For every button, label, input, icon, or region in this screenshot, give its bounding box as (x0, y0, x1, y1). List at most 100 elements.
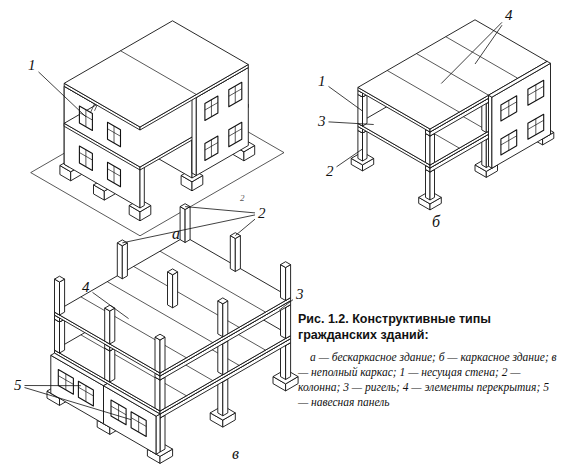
column (168, 269, 178, 275)
window-mullion (535, 85, 536, 101)
window-mullion (211, 140, 212, 157)
window-transom (528, 86, 544, 95)
window-mullion (138, 416, 139, 432)
column (110, 348, 115, 382)
framed-building (351, 20, 554, 210)
column (60, 319, 65, 353)
callout-number: 4 (82, 280, 90, 295)
partial-frame-building (47, 204, 298, 464)
column (223, 301, 228, 337)
leader-line (329, 122, 374, 125)
column (223, 379, 228, 416)
window (111, 400, 126, 425)
column (223, 341, 228, 375)
column (235, 236, 240, 272)
window-mullion (118, 404, 119, 420)
window-transom (78, 387, 93, 396)
window-transom (58, 376, 73, 385)
window-mullion (508, 134, 509, 150)
column (160, 415, 165, 452)
column (55, 276, 65, 282)
leader-line (93, 292, 129, 318)
window-transom (111, 406, 126, 415)
callout-number: 2 (258, 206, 266, 221)
column (155, 334, 165, 340)
callout-number: 2 (240, 194, 245, 203)
callout-number: 5 (14, 378, 22, 393)
hung-panel (51, 355, 104, 423)
callout-number: 1 (318, 74, 326, 89)
frameless-building (31, 21, 284, 236)
window-mullion (235, 86, 236, 103)
window-transom (79, 153, 92, 161)
window-mullion (65, 374, 66, 390)
window (131, 412, 146, 437)
leader-line (25, 385, 81, 386)
leader-line (122, 215, 255, 243)
subfigure-letter: в (232, 446, 239, 462)
drawings (31, 20, 554, 464)
column (55, 319, 60, 353)
window (229, 82, 242, 107)
window (78, 381, 93, 406)
column (426, 169, 431, 200)
window-mullion (535, 119, 536, 135)
column (218, 298, 228, 304)
callout-number: 2 (326, 164, 334, 179)
window-mullion (114, 126, 115, 143)
window-transom (108, 129, 121, 137)
column (155, 377, 160, 411)
callout-number: 3 (296, 287, 304, 302)
leader-line (39, 72, 86, 117)
window-mullion (114, 166, 115, 183)
slab-joint (121, 51, 197, 95)
curtain-wall (489, 95, 492, 168)
column (286, 343, 291, 380)
column (286, 305, 291, 339)
column (430, 133, 435, 165)
subfigure-letter: а (172, 226, 180, 242)
column (110, 308, 115, 344)
window-transom (205, 103, 218, 111)
floor-slab (55, 237, 291, 373)
slab-joint (107, 282, 212, 343)
callout-number: 4 (505, 8, 513, 23)
leader-line (337, 149, 363, 167)
window (108, 162, 121, 187)
subfigure-letter: б (432, 214, 440, 230)
window (528, 80, 544, 105)
window-mullion (85, 386, 86, 402)
column (185, 207, 190, 243)
column (105, 308, 110, 344)
column (218, 301, 223, 337)
column (180, 207, 185, 243)
callout-number: 1 (28, 58, 36, 73)
column (281, 262, 291, 268)
column (281, 265, 286, 301)
leader-line (475, 25, 502, 64)
bearing-wall (192, 95, 196, 176)
column (363, 94, 368, 126)
window (79, 106, 92, 131)
window-transom (528, 120, 544, 129)
column (160, 377, 165, 411)
column (60, 279, 65, 315)
leader-line (279, 300, 293, 310)
window-transom (108, 169, 121, 177)
hung-panel (156, 414, 160, 454)
window-transom (501, 136, 517, 145)
callout-number: 3 (318, 114, 326, 129)
window (528, 114, 544, 139)
leader-line (25, 388, 132, 420)
window-mullion (211, 100, 212, 117)
window (229, 122, 242, 147)
window (108, 122, 121, 147)
window-mullion (85, 150, 86, 167)
window (79, 146, 92, 171)
leader-line (235, 219, 255, 235)
roof-slab (64, 21, 248, 127)
column (426, 133, 431, 165)
window-mullion (85, 110, 86, 127)
window-transom (229, 129, 242, 137)
